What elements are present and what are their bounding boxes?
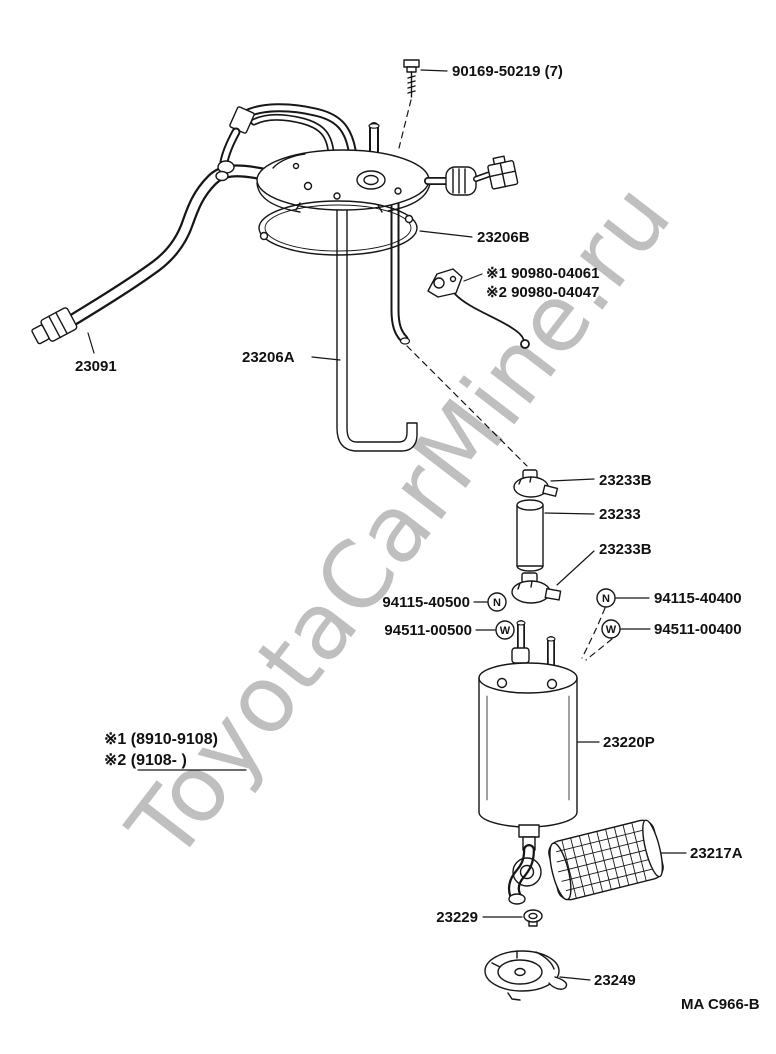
harness-connector bbox=[424, 155, 519, 196]
symbol-circles bbox=[487, 588, 621, 640]
label-grommet: 23229 bbox=[436, 909, 478, 926]
label-outlet-pipe: 23091 bbox=[75, 358, 117, 375]
filter-elbow bbox=[507, 844, 542, 905]
filter-mesh bbox=[556, 822, 654, 898]
washer-symbol-left: W bbox=[500, 625, 511, 637]
leader-lines bbox=[87, 69, 687, 981]
washer-symbol-right-circle bbox=[601, 619, 621, 639]
label-filter: 23217A bbox=[690, 845, 743, 862]
label-hose: 23233 bbox=[599, 506, 641, 523]
label-pump: 23220P bbox=[603, 734, 655, 751]
label-bolt: 90169-50219 (7) bbox=[452, 63, 563, 80]
fuel-filter bbox=[548, 819, 664, 901]
washer-symbol-right: W bbox=[606, 624, 617, 636]
pump-plate bbox=[256, 149, 431, 213]
fuel-tubes bbox=[31, 103, 380, 345]
label-rotor: 23249 bbox=[594, 972, 636, 989]
wire-terminal bbox=[427, 268, 530, 349]
label-connector-var2: ※2 90980-04047 bbox=[486, 284, 600, 301]
label-washer-left: 94511-00500 bbox=[384, 622, 472, 639]
nut-symbol-right: N bbox=[602, 593, 610, 605]
legend-note-2: ※2 (9108- ) bbox=[104, 752, 187, 769]
doc-code: MA C966-B bbox=[681, 996, 760, 1013]
label-clamp-lower: 23233B bbox=[599, 541, 652, 558]
bracket-straps bbox=[336, 195, 418, 452]
pipe-end-fitting bbox=[31, 307, 78, 345]
gasket-ring bbox=[258, 200, 418, 256]
grommet bbox=[523, 909, 543, 927]
nut-symbol-left-circle bbox=[487, 592, 507, 612]
washer-symbol-left-circle bbox=[495, 620, 515, 640]
label-nut-right: 94115-40400 bbox=[654, 590, 742, 607]
fuel-hose bbox=[516, 499, 544, 572]
assembly-guide-lines bbox=[398, 99, 613, 661]
bolt-icon bbox=[403, 59, 420, 98]
fuel-pump bbox=[478, 620, 578, 851]
hose-clamp-lower bbox=[511, 572, 562, 604]
label-nut-left: 94115-40500 bbox=[382, 594, 470, 611]
label-bracket: 23206A bbox=[242, 349, 295, 366]
nut-symbol-left: N bbox=[493, 597, 501, 609]
nut-symbol-right-circle bbox=[596, 588, 616, 608]
hose-clamp-upper bbox=[513, 469, 559, 498]
label-gasket: 23206B bbox=[477, 229, 530, 246]
label-washer-right: 94511-00400 bbox=[654, 621, 742, 638]
legend-note-1: ※1 (8910-9108) bbox=[104, 731, 218, 748]
label-clamp-upper: 23233B bbox=[599, 472, 652, 489]
pump-rotor bbox=[484, 950, 568, 1001]
label-connector-var1: ※1 90980-04061 bbox=[486, 265, 600, 282]
